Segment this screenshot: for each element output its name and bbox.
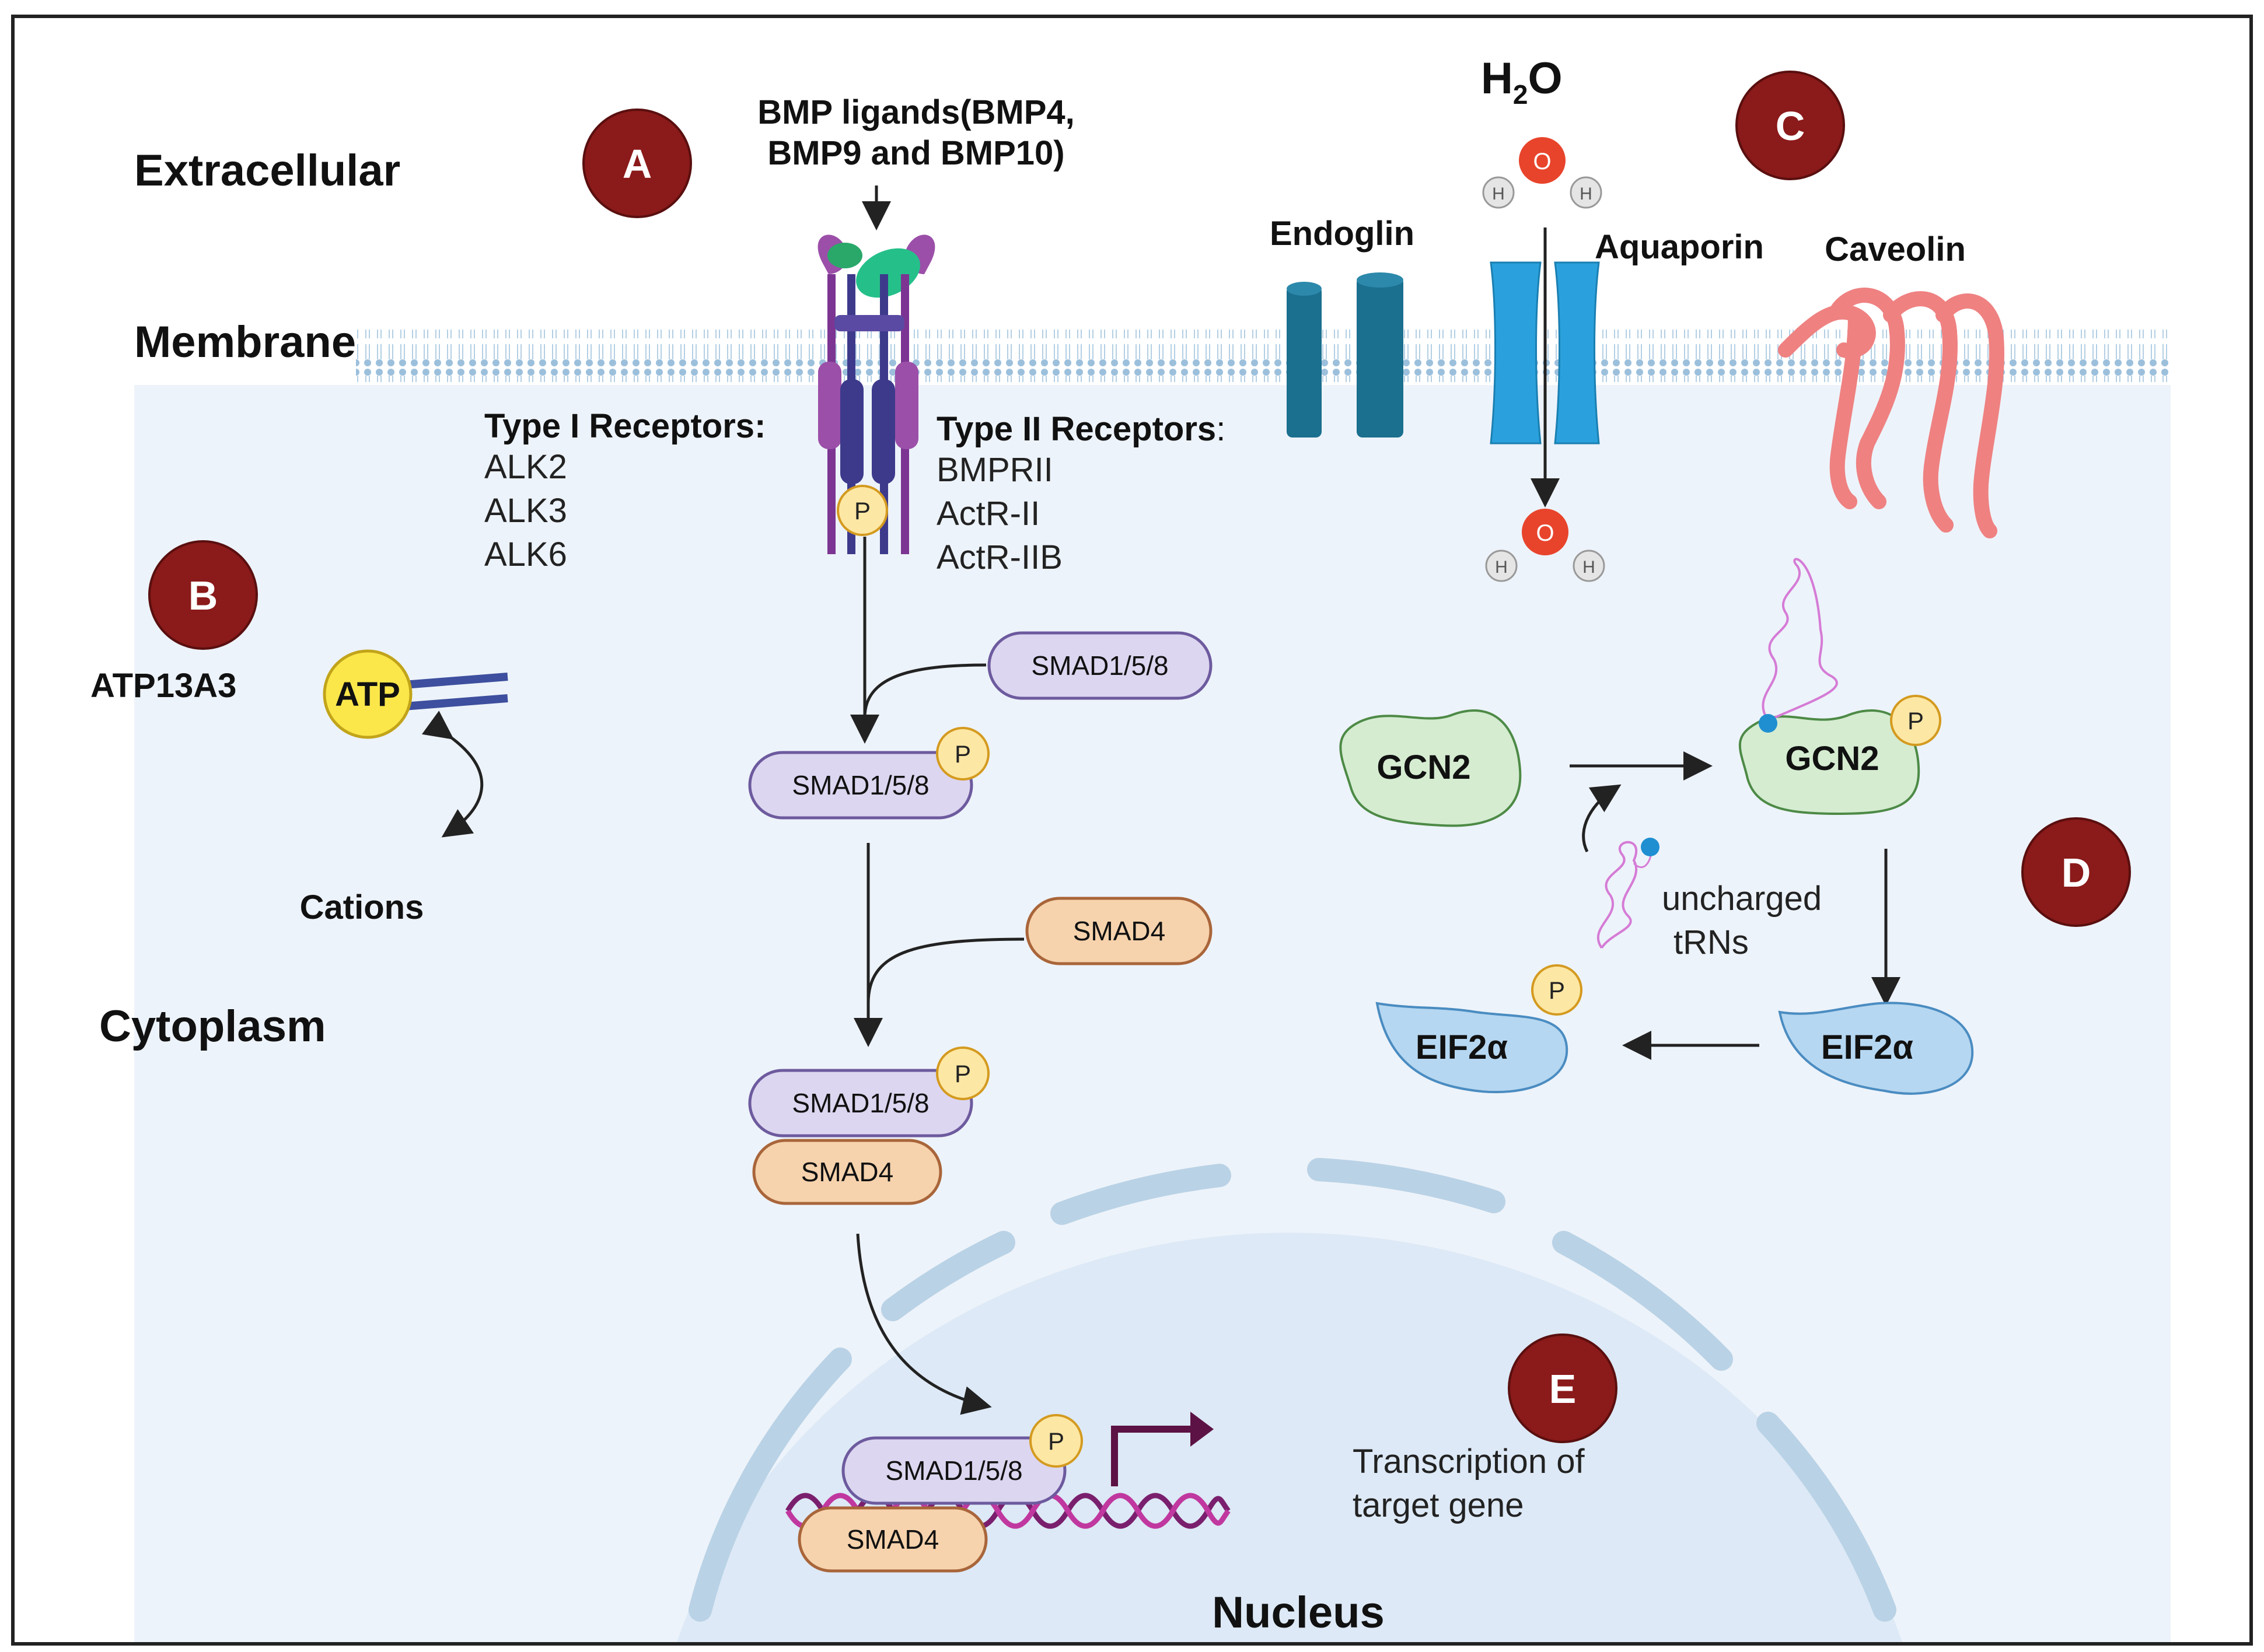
- complex-to-nucleus-arrow: [856, 1233, 992, 1415]
- type1-item-alk6: ALK6: [484, 536, 567, 573]
- cations-label: Cations: [300, 888, 424, 926]
- nuclear-envelope: [689, 1158, 1896, 1622]
- atp-label: ATP: [335, 676, 400, 713]
- badge-a-text: A: [623, 141, 652, 187]
- water-molecule-bottom: H H O: [1485, 509, 1605, 582]
- smad158-free: SMAD1/5/8: [987, 631, 1213, 700]
- badge-c-text: C: [1776, 103, 1805, 149]
- trna-bound: [1759, 558, 1838, 733]
- membrane-label: Membrane: [134, 317, 356, 367]
- smad4-complex-label: SMAD4: [801, 1157, 893, 1187]
- aquaporin-label: Aquaporin: [1595, 228, 1764, 266]
- smad4-free: SMAD4: [1025, 897, 1213, 965]
- uncharged-trna-line1: uncharged: [1662, 880, 1822, 918]
- smad158-free-label: SMAD1/5/8: [1031, 650, 1168, 681]
- type2-title-text: Type II Receptors: [937, 410, 1216, 448]
- smad158-nucleus-label: SMAD1/5/8: [885, 1455, 1022, 1486]
- caveolin-protein: [1778, 288, 2004, 538]
- endoglin-label: Endoglin: [1270, 215, 1414, 253]
- type2-receptors-title: Type II Receptors:: [937, 410, 1225, 448]
- smad4-free-label: SMAD4: [1073, 916, 1165, 946]
- smad-complex-phospho: P: [955, 1060, 971, 1087]
- cation-exchange-arrow: [421, 710, 484, 838]
- badge-e: E: [1508, 1334, 1617, 1443]
- type2-item-actr-iib: ActR-IIB: [937, 538, 1063, 576]
- caveolin-label: Caveolin: [1825, 230, 1966, 268]
- water-top-h-right: H: [1580, 184, 1592, 204]
- smad158-phosphorylated: SMAD1/5/8 P: [748, 727, 990, 820]
- endoglin-protein: [1287, 272, 1403, 438]
- bmp-ligands-line1: BMP ligands(BMP4,: [757, 93, 1075, 131]
- water-bottom-o: O: [1536, 520, 1554, 546]
- smad4-recruit-arrow: [867, 937, 1025, 1004]
- type2-title-colon: :: [1216, 410, 1225, 448]
- type1-item-alk2: ALK2: [484, 448, 567, 486]
- badge-c: C: [1735, 71, 1845, 180]
- gcn2-active: GCN2 P: [1738, 695, 1941, 816]
- badge-d-text: D: [2062, 850, 2091, 895]
- type1-item-alk3: ALK3: [484, 492, 567, 530]
- transcription-line1: Transcription of: [1353, 1443, 1585, 1480]
- water-h: H: [1481, 54, 1513, 103]
- transcription-start-arrow: [1111, 1426, 1196, 1486]
- type2-item-bmprii: BMPRII: [937, 451, 1053, 489]
- gcn2-inactive: GCN2: [1339, 709, 1522, 827]
- atp13a3-label: ATP13A3: [90, 667, 236, 705]
- water-subscript: 2: [1513, 79, 1528, 110]
- smad158-recruit-arrow: [863, 663, 987, 718]
- smad158-p-label: SMAD1/5/8: [792, 770, 929, 800]
- water-bottom-h-right: H: [1582, 558, 1595, 577]
- smad158-complex-label: SMAD1/5/8: [792, 1088, 929, 1118]
- nucleus-label: Nucleus: [1212, 1588, 1385, 1637]
- extracellular-label: Extracellular: [134, 146, 400, 195]
- gcn2-active-label: GCN2: [1785, 740, 1879, 778]
- smad158-p-phospho: P: [955, 740, 971, 768]
- uncharged-trna-line2: tRNs: [1673, 923, 1749, 961]
- water-o: O: [1528, 54, 1562, 103]
- gcn2-inactive-label: GCN2: [1376, 748, 1470, 786]
- transcription-line2: target gene: [1353, 1486, 1524, 1524]
- eif2a-unphosphorylated: EIF2α: [1778, 1002, 1974, 1095]
- water-bottom-h-left: H: [1495, 558, 1508, 577]
- trna-uncharged: [1596, 838, 1659, 949]
- water-label: H2O: [1481, 54, 1563, 110]
- eif2a-phosphorylated: EIF2α P: [1375, 964, 1582, 1094]
- badge-b-text: B: [188, 573, 218, 618]
- smad4-nucleus-label: SMAD4: [847, 1524, 939, 1555]
- smad-nucleus-phospho: P: [1048, 1427, 1064, 1455]
- atp-pump: ATP: [323, 649, 508, 739]
- eif2a-label-left: EIF2α: [1416, 1028, 1508, 1066]
- gcn2-phospho: P: [1907, 707, 1924, 734]
- badge-b: B: [148, 540, 258, 650]
- smad-complex-nucleus: SMAD4 SMAD1/5/8 P: [798, 1414, 1083, 1573]
- eif2a-label-right: EIF2α: [1821, 1028, 1913, 1066]
- bmp-receptor-complex: P: [817, 235, 935, 554]
- water-molecule-top: H H O: [1482, 137, 1602, 209]
- bmp-ligands-line2: BMP9 and BMP10): [767, 134, 1064, 172]
- aquaporin-channel: [1490, 261, 1600, 444]
- type2-item-actr-ii: ActR-II: [937, 495, 1040, 533]
- badge-e-text: E: [1549, 1366, 1577, 1412]
- badge-a: A: [582, 108, 692, 218]
- smad-complex-cytoplasm: SMAD4 SMAD1/5/8 P: [748, 1046, 990, 1205]
- trna-activation-arrow: [1582, 784, 1622, 853]
- eif2a-phospho: P: [1549, 977, 1565, 1004]
- cytoplasm-label: Cytoplasm: [99, 1002, 326, 1051]
- transcription-arrowhead: [1190, 1412, 1214, 1447]
- badge-d: D: [2021, 817, 2131, 927]
- type1-receptors-title: Type I Receptors:: [484, 407, 766, 445]
- water-top-h-left: H: [1492, 184, 1505, 204]
- receptor-phospho-label: P: [854, 497, 871, 524]
- water-top-o: O: [1533, 149, 1551, 174]
